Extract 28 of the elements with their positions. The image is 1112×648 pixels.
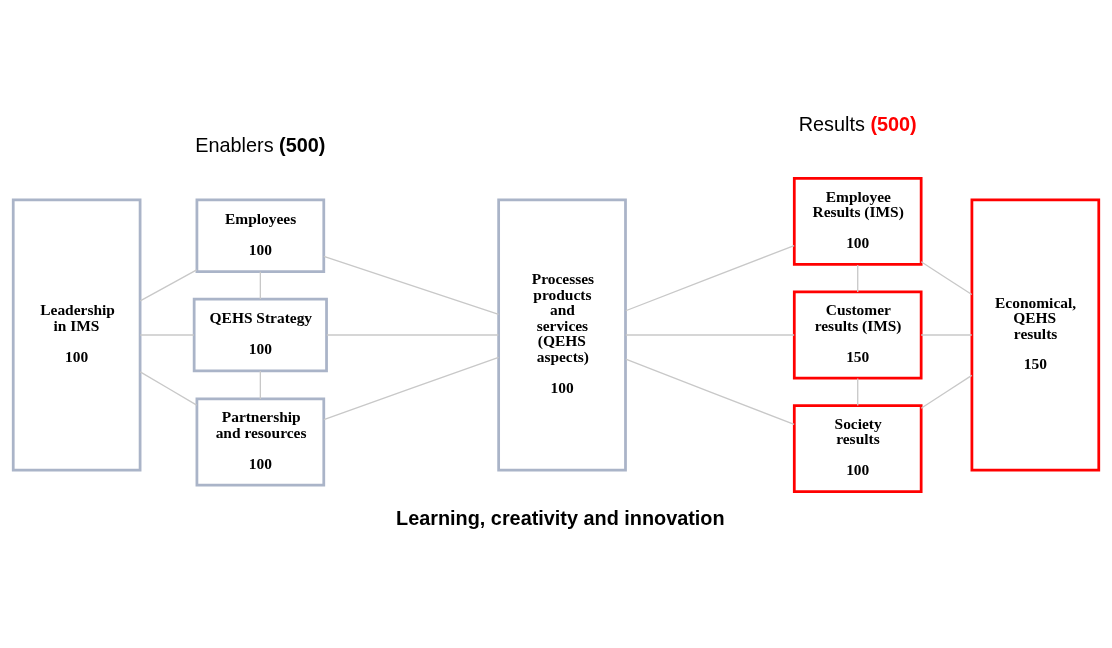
connector [920, 374, 973, 409]
connector [139, 333, 195, 336]
node-box: Customer results (IMS) 150 [792, 290, 923, 379]
connector [323, 356, 500, 420]
node-box: QEHS Strategy 100 [192, 297, 328, 372]
connector [326, 333, 499, 336]
label: Learning, creativity and innovation [396, 506, 725, 529]
connector [625, 244, 795, 311]
connector [259, 369, 261, 400]
connector [920, 333, 973, 336]
connector [920, 260, 973, 295]
connector [259, 270, 261, 300]
connector [139, 370, 198, 406]
node-box: Employees 100 [195, 197, 326, 273]
connector [323, 255, 500, 315]
node-box: Society results 100 [792, 403, 923, 493]
connector [139, 268, 198, 301]
connector [857, 263, 859, 293]
node-box: Processes products and services (QEHS aspects) 100 [497, 197, 627, 471]
label: Enablers (500) [195, 133, 326, 156]
node-box: Employee Results (IMS) 100 [792, 176, 923, 266]
node-box: Partnership and resources 100 [195, 397, 326, 486]
connector [625, 333, 795, 336]
node-box: Economical, QEHS results 150 [970, 197, 1101, 471]
connector [625, 358, 795, 425]
connector [857, 377, 859, 406]
label: Results (500) [798, 112, 917, 135]
node-box: Leadership in IMS 100 [11, 197, 142, 471]
